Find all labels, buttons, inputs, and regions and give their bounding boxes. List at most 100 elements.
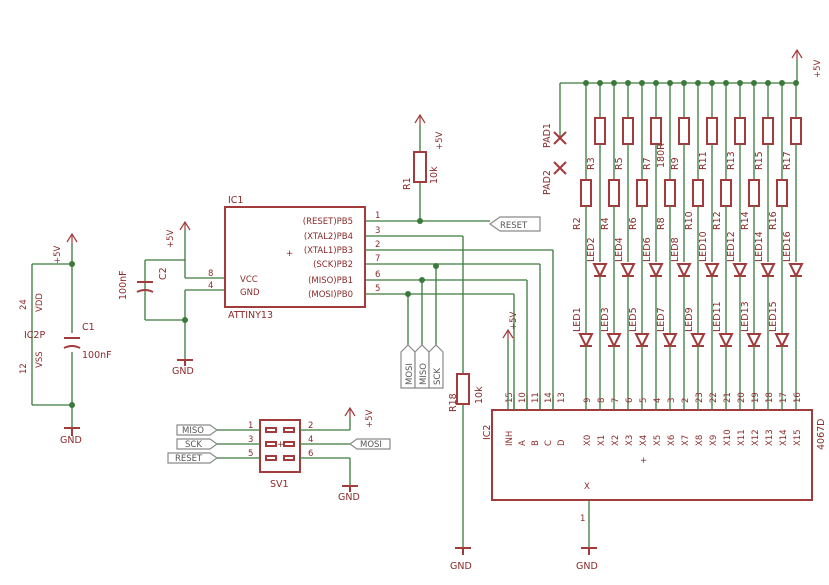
sv1-mosi-port: MOSI (360, 440, 382, 450)
ic1-routing (365, 220, 554, 410)
ic1-pin-name-2: (XTAL1)PB3 (304, 246, 353, 256)
led-top-1: LED4 (614, 237, 625, 262)
ic2-ctrl-num-3: 14 (544, 392, 554, 403)
led-bottom-3: LED7 (656, 307, 667, 332)
ic2-out-num-11: 20 (737, 392, 747, 403)
resistor-bottom-7: R16 (768, 211, 779, 230)
r18-value: 10k (474, 386, 485, 404)
ic2-out-num-6: 3 (667, 398, 677, 403)
led-bottom-2: LED5 (628, 307, 639, 332)
resistor-top-6: R15 (754, 151, 765, 170)
sv1-pin4: 4 (308, 435, 313, 445)
c1-value: 100nF (82, 350, 112, 361)
r1-ref: R1 (402, 177, 413, 190)
ic2p-vdd-label: VDD (35, 293, 45, 312)
r18: R18 10k GND (448, 236, 485, 572)
ic2-out-name-11: X11 (737, 429, 747, 446)
ic2-out-name-13: X13 (765, 429, 775, 446)
ic1-pin-num-vcc: 8 (208, 269, 213, 279)
resistor-top-3: R9 (670, 157, 681, 170)
ic2-ctrl-num-1: 10 (518, 392, 528, 403)
ic1-ref: IC1 (228, 195, 243, 206)
led-top-4: LED10 (698, 231, 709, 262)
ic1-pin-name-3: (SCK)PB2 (313, 260, 353, 270)
r18-ref: R18 (448, 393, 459, 412)
ic2p-vss-pin: 12 (19, 363, 29, 374)
ic2-out-num-13: 18 (765, 392, 775, 403)
led-bottom-5: LED11 (712, 301, 723, 332)
ic1-attiny13: IC1 ATTINY13 8 4 VCC GND 1(RESET)PB53(XT… (208, 195, 380, 321)
ic2-out-name-9: X9 (709, 435, 719, 446)
gnd-sv1-label: GND (338, 492, 360, 503)
resistor-top-4: R11 (698, 151, 709, 170)
gnd-left-label: GND (60, 435, 82, 446)
ic2-out-name-15: X15 (793, 429, 803, 446)
ic2-ctrl-num-0: 15 (505, 392, 515, 403)
ic2-marker: + (640, 456, 647, 466)
sv1-pin2: 2 (308, 421, 313, 431)
c2-vcc-label: +5V (166, 229, 176, 248)
c2-value: 100nF (118, 270, 129, 300)
ic2-out-num-0: 9 (583, 398, 593, 403)
r1-value: 10k (429, 166, 440, 184)
ic1-pin-name-0: (RESET)PB5 (303, 217, 353, 227)
ic2-out-num-4: 5 (639, 398, 649, 403)
ic2-out-num-12: 19 (751, 392, 761, 403)
ic2-out-name-5: X5 (653, 435, 663, 446)
ic2-out-name-10: X10 (723, 429, 733, 446)
led-bottom-1: LED3 (600, 307, 611, 332)
ic2-out-name-1: X1 (597, 435, 607, 446)
flag-sck: SCK (433, 368, 443, 385)
ic2p-supply: +5V 24 VDD IC2P VSS 12 C1 100nF GND (19, 232, 112, 446)
ic1-pin-num-1: 3 (375, 226, 380, 236)
gnd-ic2-label: GND (576, 561, 598, 572)
ic1-pin-name-gnd: GND (240, 288, 260, 298)
resistor-bottom-1: R4 (600, 217, 611, 230)
r1-vcc-label: +5V (435, 131, 445, 150)
resistor-bottom-0: R2 (572, 217, 583, 230)
ic1-value: ATTINY13 (228, 310, 273, 321)
ic1-pin-num-2: 2 (375, 240, 380, 250)
ic2-out-num-10: 21 (723, 392, 733, 403)
sv1-pin5: 5 (248, 449, 253, 459)
ic2-ctrl-name-1: A (518, 440, 528, 446)
ic2p-vss-label: VSS (35, 351, 45, 368)
ic2-out-name-3: X3 (625, 435, 635, 446)
ic2-out-name-6: X6 (667, 435, 677, 446)
ic2-out-name-14: X14 (779, 429, 789, 446)
ic2-value: 4067D (816, 419, 827, 451)
sv1-ref: SV1 (270, 479, 289, 490)
ic1-pin-num-0: 1 (375, 211, 380, 221)
ic2-out-num-3: 6 (625, 398, 635, 403)
ic2-out-num-9: 22 (709, 392, 719, 403)
ic2-4067d: IC2 4067D X 1 GND + 15INH10A11B14C13D9X0… (482, 311, 827, 572)
flag-mosi: MOSI (405, 363, 415, 385)
ic2-out-name-8: X8 (695, 435, 705, 446)
led-bottom-0: LED1 (572, 307, 583, 332)
ic2-out-num-5: 4 (653, 398, 663, 403)
resistor-bottom-4: R10 (684, 211, 695, 230)
resistor-bottom-3: R8 (656, 217, 667, 230)
gnd-c2-label: GND (172, 366, 194, 377)
ic2-ctrl-name-4: D (557, 439, 567, 446)
r6-value: 180R (656, 143, 667, 168)
ic2-out-name-2: X2 (611, 435, 621, 446)
c2-ref: C2 (158, 267, 169, 280)
resistor-top-1: R5 (614, 157, 625, 170)
ic2-ctrl-name-3: C (544, 440, 554, 446)
ic2-out-name-12: X12 (751, 429, 761, 446)
led-bottom-6: LED13 (740, 301, 751, 332)
ic2-out-name-7: X7 (681, 435, 691, 446)
reset-port-label: RESET (500, 221, 528, 231)
resistor-top-2: R7 (642, 157, 653, 170)
rail-vcc-label: +5V (813, 59, 823, 78)
led-top-3: LED8 (670, 237, 681, 262)
resistor-bottom-6: R14 (740, 211, 751, 230)
sv1-pin1: 1 (248, 421, 253, 431)
led-top-6: LED14 (754, 231, 765, 262)
ic2-out-num-8: 23 (695, 392, 705, 403)
